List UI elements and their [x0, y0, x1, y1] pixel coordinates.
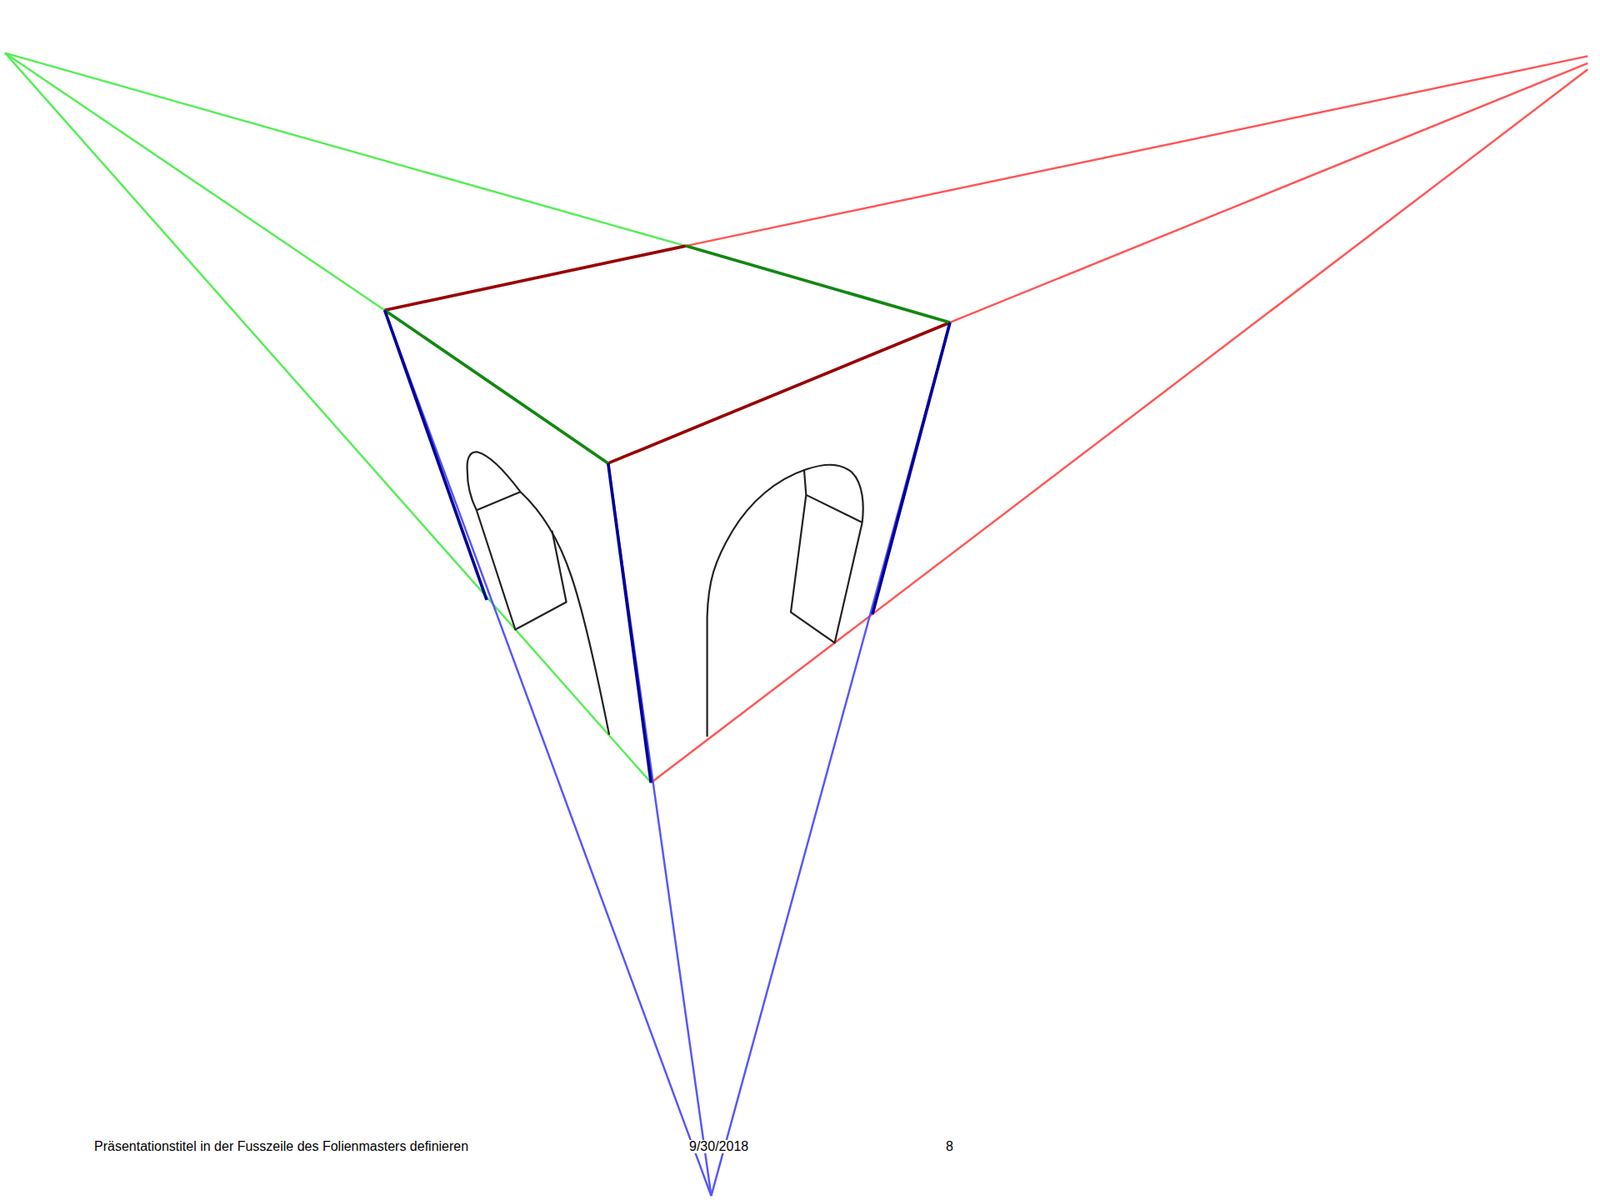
footer-title: Präsentationstitel in der Fusszeile des …	[94, 1140, 469, 1154]
footer-date: 9/30/2018	[689, 1140, 749, 1154]
green-vanishing-lines	[5, 53, 686, 784]
blue-vanishing-lines	[385, 310, 950, 1196]
arched-windows	[467, 451, 864, 737]
page-number: 8	[945, 1140, 954, 1154]
red-vanishing-lines	[650, 55, 1588, 783]
cube-edges	[385, 245, 950, 783]
